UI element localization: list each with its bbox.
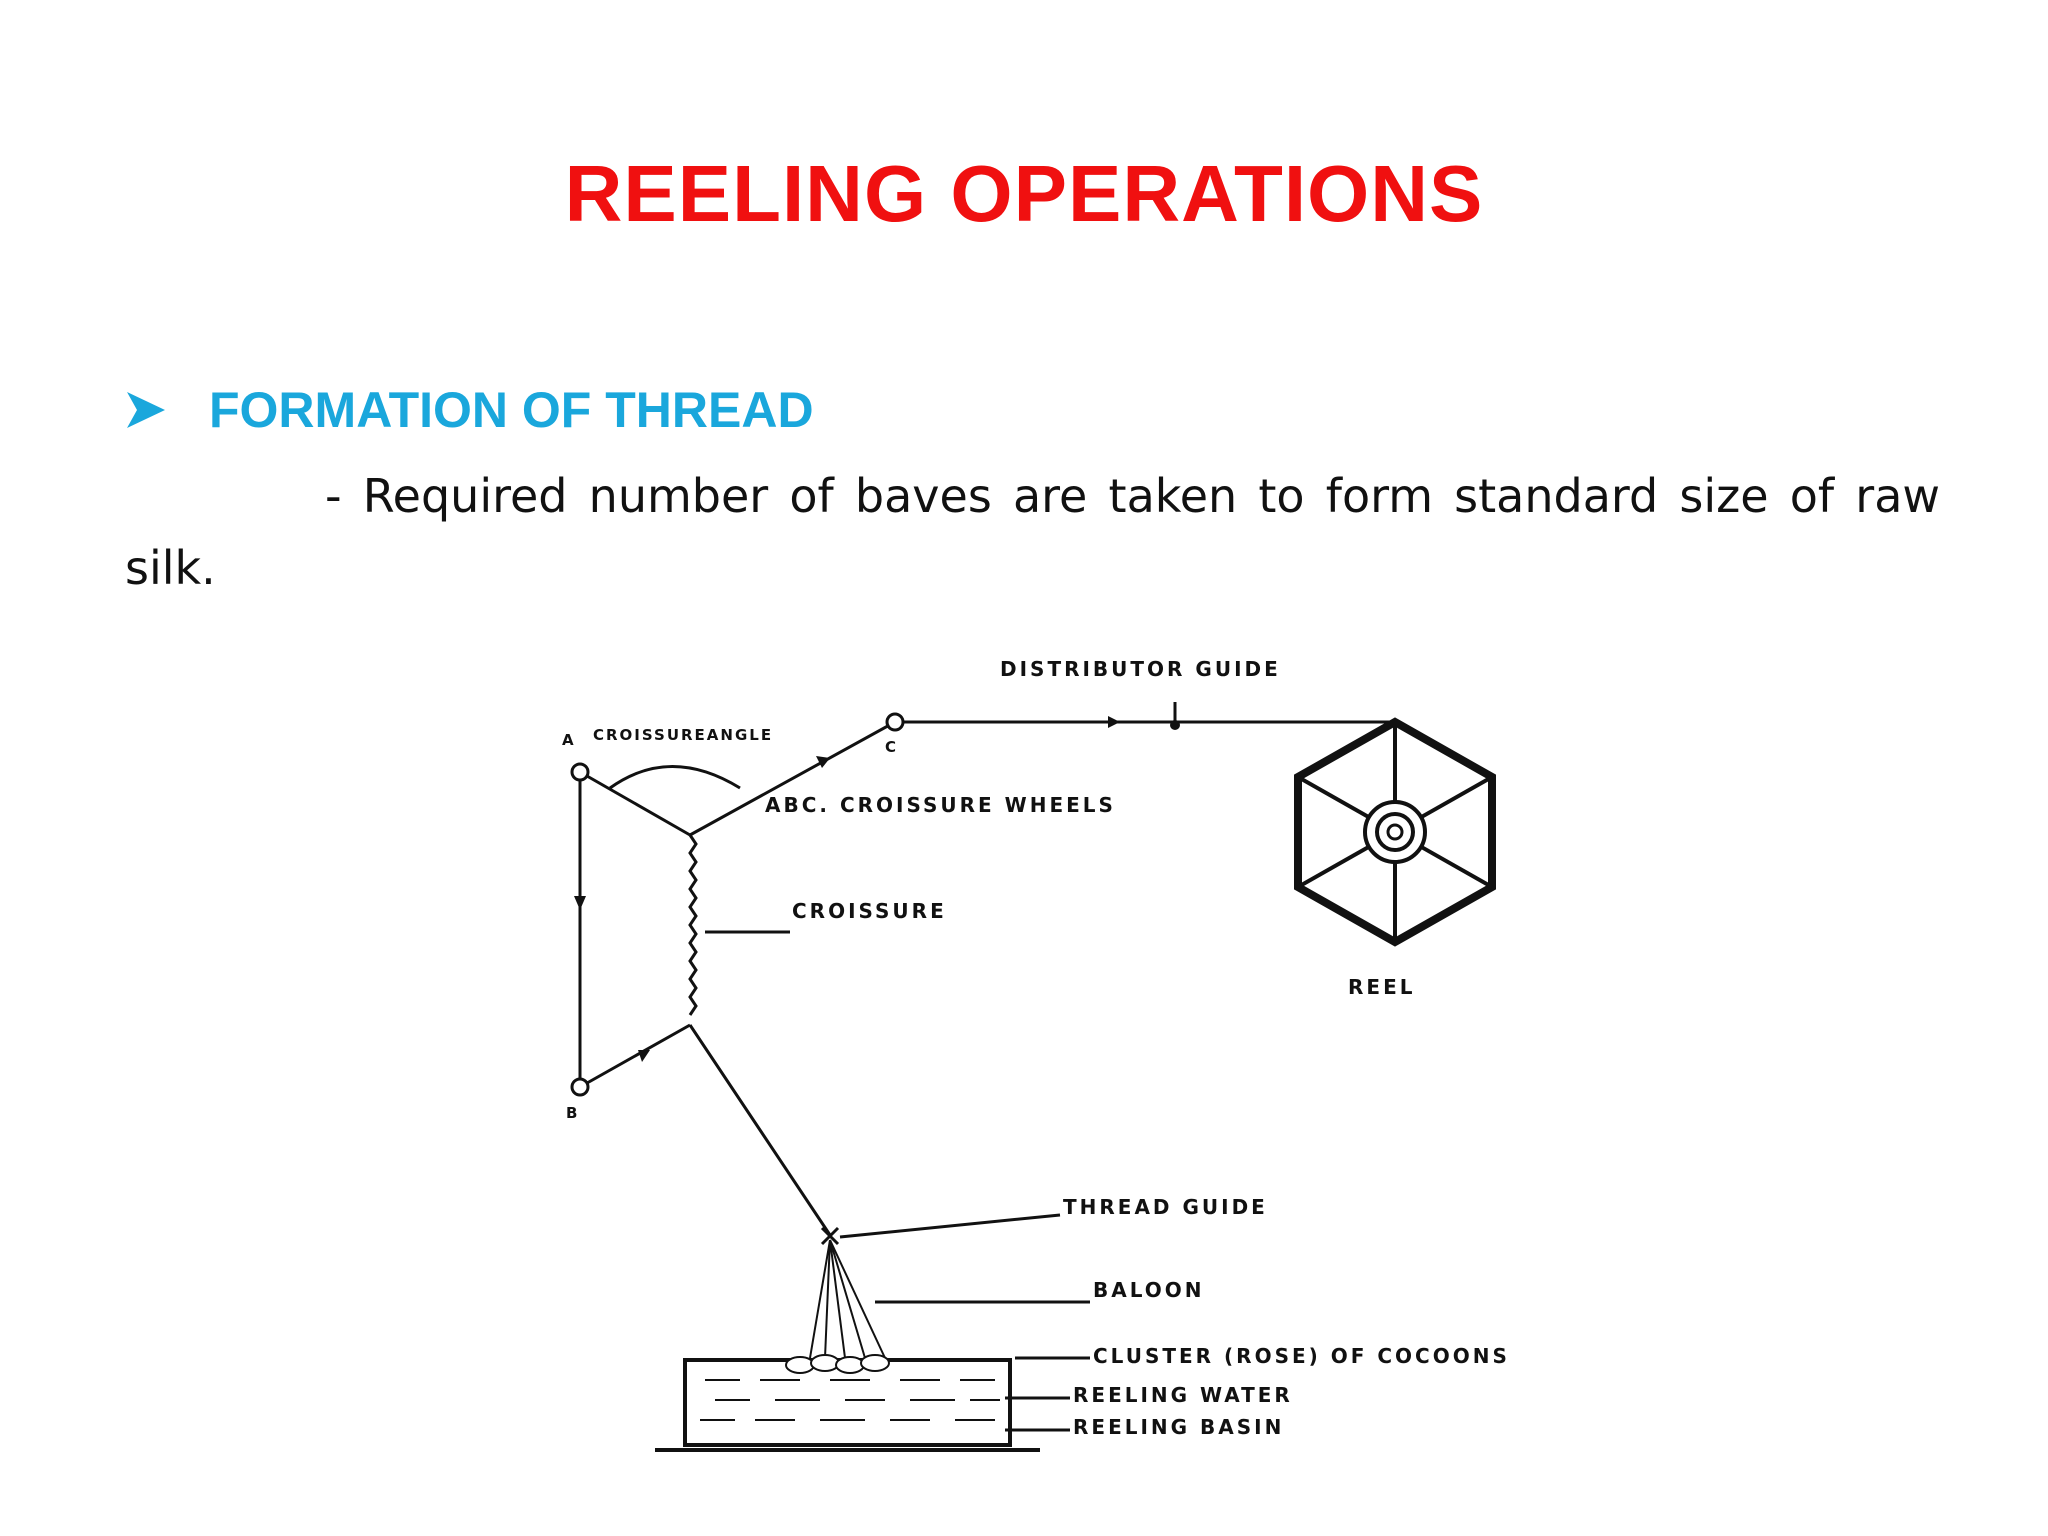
reeling-diagram: DISTRIBUTOR GUIDE CROISSUREANGLE A B C A…	[562, 657, 1510, 1452]
distributor-guide-label: DISTRIBUTOR GUIDE	[1000, 657, 1281, 681]
cluster-of-cocoons-label: CLUSTER (ROSE) OF COCOONS	[1093, 1344, 1510, 1368]
croissure-angle-label: CROISSUREANGLE	[593, 726, 773, 744]
reel-icon	[1294, 717, 1496, 947]
baloon-label: BALOON	[1093, 1278, 1205, 1302]
point-c-label: C	[885, 738, 898, 756]
point-b-label: B	[566, 1104, 579, 1122]
bullet-row: FORMATION OF THREAD	[125, 378, 814, 442]
body-text: - Required number of baves are taken to …	[125, 469, 1940, 595]
croissure-label: CROISSURE	[792, 899, 947, 923]
arrowhead-bullet-icon	[127, 392, 165, 428]
thread-guide-label: THREAD GUIDE	[1063, 1195, 1268, 1219]
croissure-wheels-label: ABC. CROISSURE WHEELS	[765, 793, 1116, 817]
section-subtitle: FORMATION OF THREAD	[209, 382, 814, 438]
reeling-basin-label: REELING BASIN	[1073, 1415, 1284, 1439]
point-a-label: A	[562, 731, 576, 749]
reel-label: REEL	[1348, 975, 1415, 999]
reeling-water-label: REELING WATER	[1073, 1383, 1293, 1407]
slide-title: REELING OPERATIONS	[564, 149, 1484, 238]
